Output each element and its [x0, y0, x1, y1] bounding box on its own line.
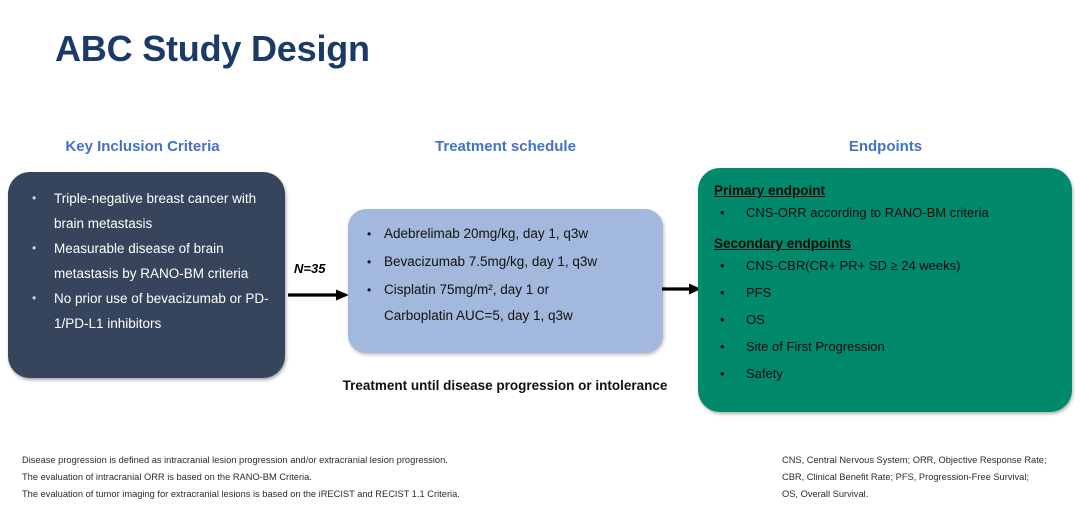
- list-item: Triple-negative breast cancer with brain…: [30, 186, 278, 236]
- footnote-line: CBR, Clinical Benefit Rate; PFS, Progres…: [782, 472, 1029, 482]
- endpoints-body: Primary endpoint CNS-ORR according to RA…: [714, 178, 1064, 392]
- primary-endpoint-list: CNS-ORR according to RANO-BM criteria: [714, 204, 1064, 222]
- list-item: CNS-ORR according to RANO-BM criteria: [714, 204, 1064, 222]
- page-title: ABC Study Design: [55, 28, 370, 69]
- column-header-endpoints: Endpoints: [848, 138, 923, 155]
- treatment-schedule-box: Adebrelimab 20mg/kg, day 1, q3w Bevacizu…: [348, 209, 663, 353]
- list-item: Measurable disease of brain metastasis b…: [30, 236, 278, 286]
- treatment-item3-line1: Cisplatin 75mg/m², day 1 or: [384, 282, 550, 297]
- list-item: No prior use of bevacizumab or PD-1/PD-L…: [30, 286, 278, 336]
- list-item: CNS-CBR(CR+ PR+ SD ≥ 24 weeks): [714, 257, 1064, 275]
- endpoints-box: Primary endpoint CNS-ORR according to RA…: [698, 168, 1072, 412]
- footnote-line: Disease progression is defined as intrac…: [22, 455, 448, 465]
- arrow-inclusion-to-treatment: [288, 288, 350, 302]
- treatment-item3-line2: Carboplatin AUC=5, day 1, q3w: [384, 308, 573, 323]
- inclusion-criteria-box: Triple-negative breast cancer with brain…: [8, 172, 285, 378]
- list-item: Adebrelimab 20mg/kg, day 1, q3w: [366, 221, 656, 247]
- arrow-treatment-to-endpoints: [662, 282, 702, 296]
- column-header-inclusion: Key Inclusion Criteria: [65, 138, 220, 155]
- list-item: Bevacizumab 7.5mg/kg, day 1, q3w: [366, 249, 656, 275]
- footnote-line: OS, Overall Survival.: [782, 489, 869, 499]
- footnote-left: Disease progression is defined as intrac…: [22, 452, 662, 503]
- list-item: Site of First Progression: [714, 338, 1064, 356]
- list-item: OS: [714, 311, 1064, 329]
- list-item: Cisplatin 75mg/m², day 1 or Carboplatin …: [366, 277, 656, 329]
- treatment-schedule-list: Adebrelimab 20mg/kg, day 1, q3w Bevacizu…: [366, 221, 656, 331]
- enrollment-label: N=35: [294, 261, 326, 276]
- inclusion-criteria-list: Triple-negative breast cancer with brain…: [30, 186, 278, 336]
- treatment-duration-caption: Treatment until disease progression or i…: [342, 378, 668, 393]
- secondary-endpoints-list: CNS-CBR(CR+ PR+ SD ≥ 24 weeks) PFS OS Si…: [714, 257, 1064, 383]
- list-item: PFS: [714, 284, 1064, 302]
- column-header-treatment: Treatment schedule: [435, 138, 576, 155]
- primary-endpoint-header: Primary endpoint: [714, 183, 826, 198]
- list-item: Safety: [714, 365, 1064, 383]
- footnote-line: CNS, Central Nervous System; ORR, Object…: [782, 455, 1047, 465]
- footnote-line: The evaluation of tumor imaging for extr…: [22, 489, 460, 499]
- footnote-right-abbreviations: CNS, Central Nervous System; ORR, Object…: [782, 452, 1080, 503]
- secondary-endpoints-header: Secondary endpoints: [714, 236, 852, 251]
- footnote-line: The evaluation of intracranial ORR is ba…: [22, 472, 312, 482]
